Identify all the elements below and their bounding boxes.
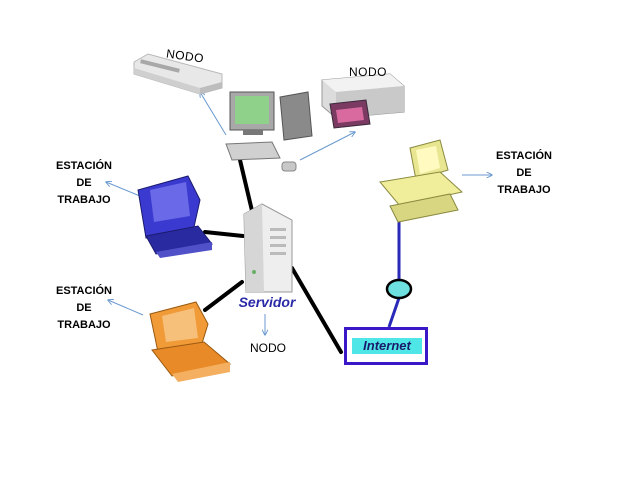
- annotation-arrows: [106, 92, 492, 335]
- arrow-to-bottom-workstation-label: [108, 300, 144, 316]
- network-cables: [203, 158, 343, 354]
- workstation-label-line: DE: [76, 177, 92, 189]
- network-node-icon: [385, 278, 413, 300]
- photo-printer-icon: [321, 73, 405, 129]
- workstation-label-bottom: ESTACIÓN DE TRABAJO: [52, 283, 116, 334]
- workstation-label-line: ESTACIÓN: [55, 160, 113, 172]
- arrow-to-left-workstation-label: [106, 182, 141, 197]
- workstation-label-line: DE: [516, 167, 532, 179]
- workstation-label-line: TRABAJO: [497, 184, 551, 196]
- server-label: Servidor: [238, 294, 296, 310]
- workstation-label-line: TRABAJO: [57, 194, 111, 206]
- printer-icon: [133, 53, 223, 95]
- workstation-label-left: ESTACIÓN DE TRABAJO: [52, 158, 116, 209]
- cable-server-to-left-workstation: [203, 230, 245, 238]
- internet-label-background: Internet: [352, 338, 422, 354]
- workstation-label-line: ESTACIÓN: [495, 150, 553, 162]
- nodo-label-server: NODO: [250, 341, 286, 355]
- desktop-computer-icon: [225, 91, 313, 172]
- arrow-to-right-printer: [299, 132, 355, 161]
- cable-node-to-internet: [387, 297, 401, 328]
- workstation-label-line: ESTACIÓN: [55, 285, 113, 297]
- desktop-computer-icon: [137, 175, 213, 258]
- cable-server-to-internet: [290, 266, 343, 354]
- server-tower-icon: [243, 203, 293, 293]
- desktop-computer-icon: [149, 301, 232, 382]
- cable-server-to-bottom-workstation: [203, 280, 244, 312]
- internet-box: Internet: [344, 327, 428, 365]
- workstation-label-right: ESTACIÓN DE TRABAJO: [492, 148, 556, 199]
- desktop-computer-icon: [379, 139, 464, 223]
- nodo-label-printer-right: NODO: [349, 65, 387, 79]
- workstation-label-line: TRABAJO: [57, 319, 111, 331]
- workstation-label-line: DE: [76, 302, 92, 314]
- arrow-to-left-printer: [200, 92, 227, 136]
- cable-server-to-top-computer: [238, 158, 255, 217]
- internet-label: Internet: [363, 338, 411, 353]
